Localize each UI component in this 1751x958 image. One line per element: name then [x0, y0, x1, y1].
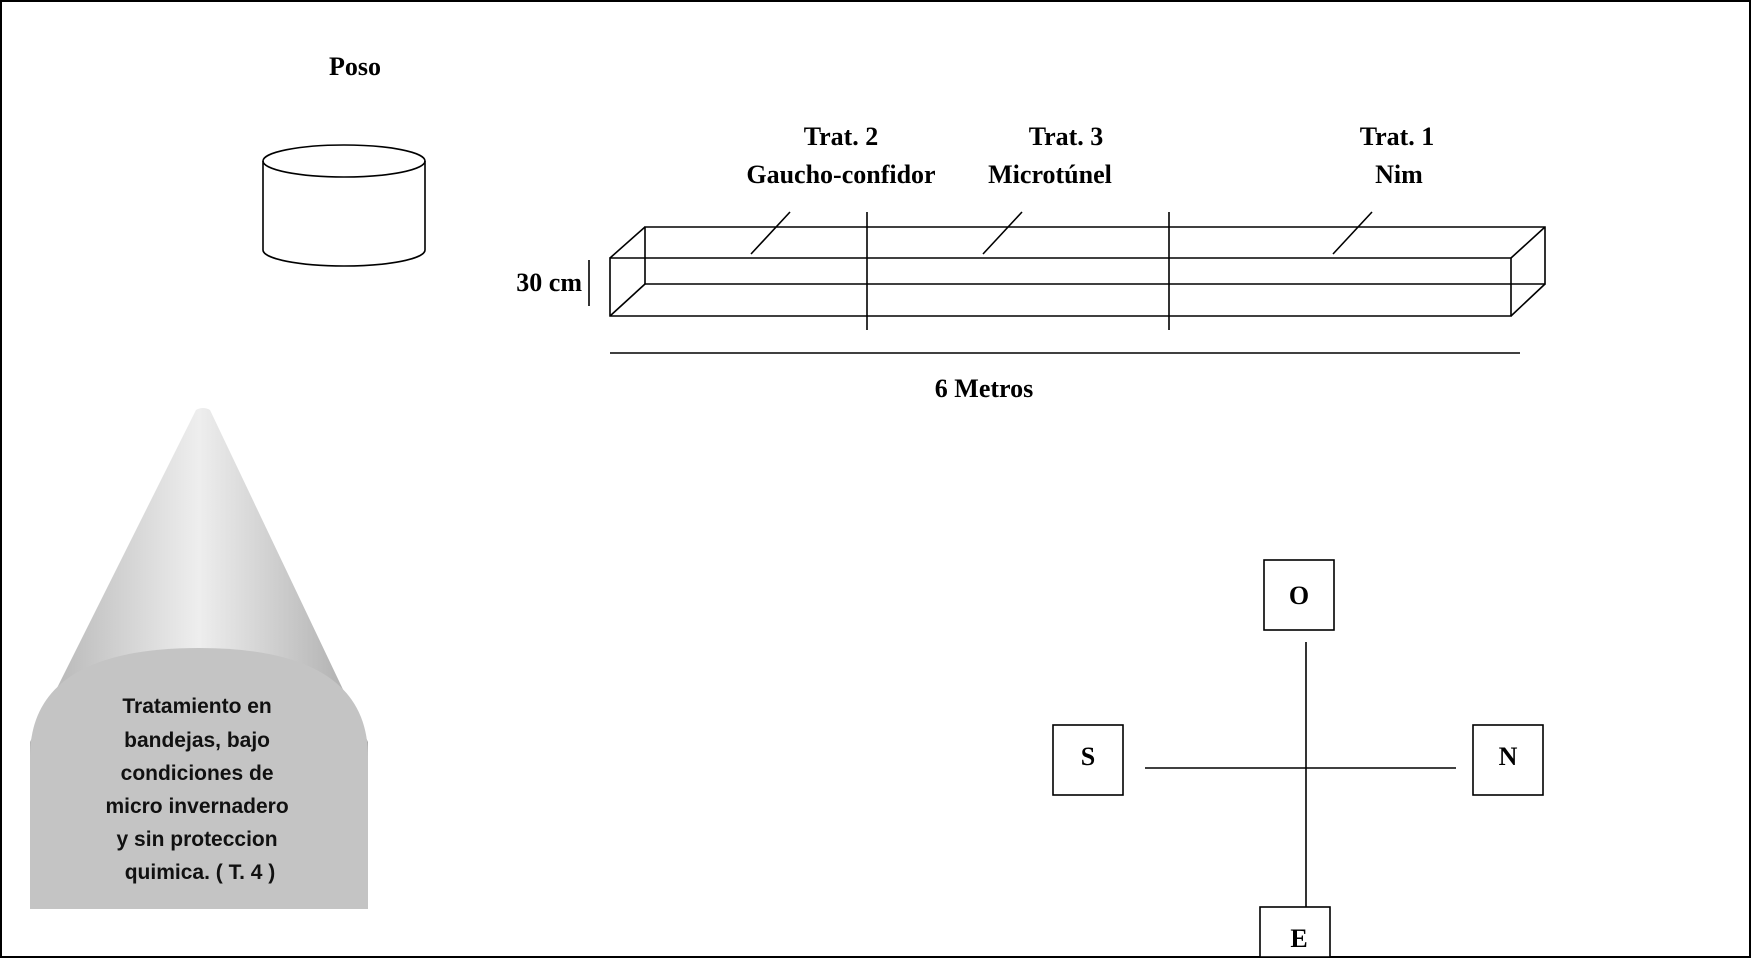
tray-text-line: bandejas, bajo — [124, 729, 270, 752]
well: Poso — [262, 52, 426, 267]
well-label: Poso — [329, 52, 381, 81]
compass-box-north — [1472, 724, 1544, 796]
treatment-name: Trat. 1 — [1360, 122, 1435, 151]
treatment-detail: Gaucho-confidor — [746, 160, 935, 189]
treatment-pointer — [982, 211, 1023, 255]
treatment-label-2: Trat. 2 Gaucho-confidor — [746, 122, 935, 189]
compass-north-label: N — [1499, 742, 1518, 771]
compass-box-south — [1052, 724, 1124, 796]
treatment-name: Trat. 2 — [804, 122, 879, 151]
tray-text: Tratamiento en bandejas, bajo condicione… — [105, 695, 294, 884]
treatment-label-3: Trat. 3 Microtúnel — [988, 122, 1112, 189]
treatment-pointer — [1332, 211, 1373, 255]
treatment-label-1: Trat. 1 Nim — [1360, 122, 1435, 189]
compass-east-label: E — [1290, 924, 1307, 953]
treatment-detail: Nim — [1375, 160, 1423, 189]
compass-south-label: S — [1081, 742, 1095, 771]
tray-text-line: y sin proteccion — [117, 828, 278, 851]
well-cylinder-icon — [262, 144, 426, 267]
tray-panel — [30, 648, 368, 909]
compass-box-west — [1263, 559, 1335, 631]
length-label: 6 Metros — [935, 374, 1033, 403]
bed-box — [609, 226, 1546, 317]
compass: O S N E — [1052, 559, 1544, 958]
treatment-name: Trat. 3 — [1029, 122, 1104, 151]
treatment-detail: Microtúnel — [988, 160, 1112, 189]
tray-text-line: micro invernadero — [105, 795, 288, 818]
treatment-pointer — [750, 211, 791, 255]
tray-treatment: Tratamiento en bandejas, bajo condicione… — [30, 408, 368, 909]
compass-box-east — [1259, 906, 1331, 958]
tray-text-line: quimica. ( T. 4 ) — [125, 861, 276, 884]
tray-text-line: condiciones de — [121, 762, 274, 785]
tray-text-line: Tratamiento en — [122, 695, 271, 718]
treatment-bed: Trat. 2 Gaucho-confidor Trat. 3 Microtún… — [516, 122, 1546, 403]
height-label: 30 cm — [516, 268, 582, 297]
compass-west-label: O — [1289, 581, 1309, 610]
